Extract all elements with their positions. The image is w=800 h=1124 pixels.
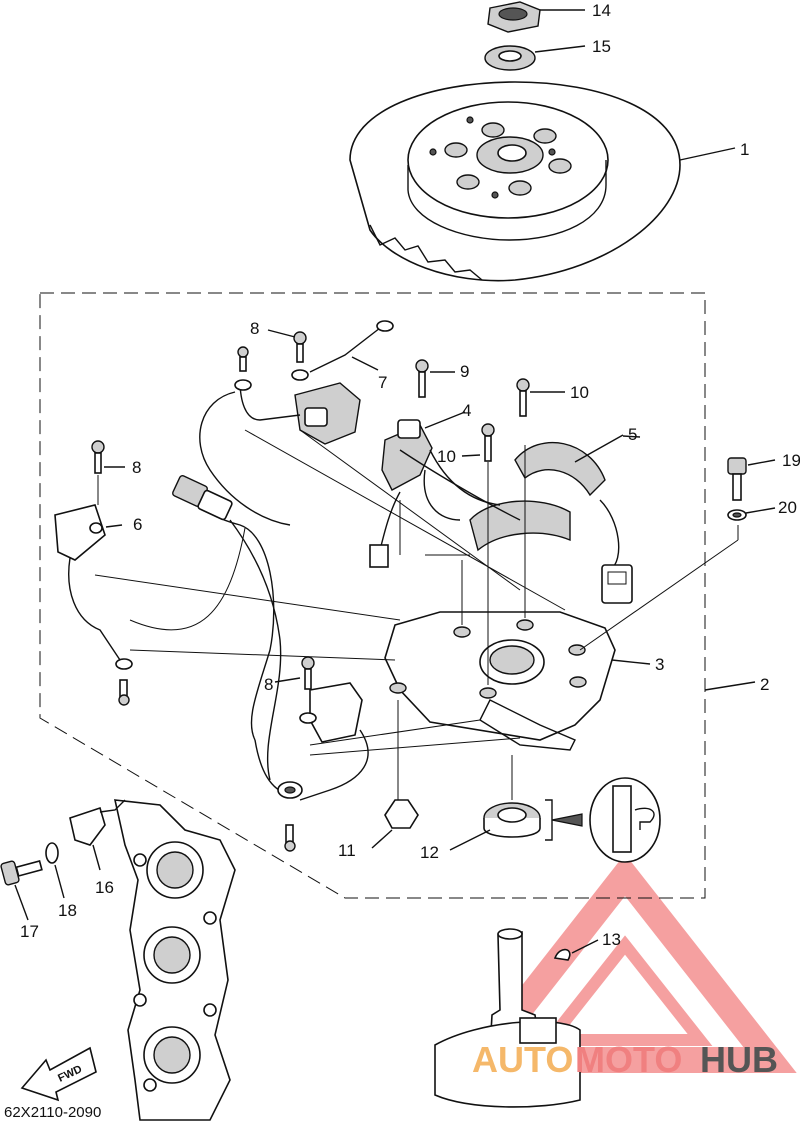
washer-part-15 (484, 45, 586, 71)
cdi-unit (294, 382, 361, 445)
callout-9: 9 (460, 362, 469, 381)
nut-part-14 (487, 1, 585, 33)
callout-2: 2 (760, 675, 769, 694)
assembly-boundary-part-2 (39, 292, 706, 899)
callout-6: 6 (133, 515, 142, 534)
callout-5: 5 (628, 425, 637, 444)
callout-1: 1 (740, 140, 749, 159)
callout-16: 16 (95, 878, 114, 897)
watermark-word-auto: AUTO (472, 1039, 573, 1080)
callout-20: 20 (778, 498, 797, 517)
screws (91, 320, 776, 852)
wire-harness (94, 379, 566, 801)
watermark-logo (453, 853, 797, 1073)
oil-seal-part-12 (449, 777, 661, 863)
forward-direction-arrow: FWD (20, 1046, 97, 1102)
callout-18: 18 (58, 901, 77, 920)
callout-11: 11 (338, 841, 356, 860)
callout-19: 19 (782, 451, 800, 470)
charge-coil-part-5 (469, 434, 633, 604)
callout-10-left: 10 (437, 447, 456, 466)
callout-3: 3 (655, 655, 664, 674)
lighting-coil-part-4 (369, 411, 466, 568)
callout-8-lower: 8 (264, 675, 273, 694)
callout-8-left: 8 (132, 458, 141, 477)
callout-13: 13 (602, 930, 621, 949)
clip-part-11 (371, 799, 419, 849)
callout-4: 4 (462, 401, 471, 420)
bracket-part-16 (69, 799, 126, 871)
bolt-part-17 (0, 860, 43, 921)
watermark-word-moto: MOTO (575, 1039, 682, 1080)
callout-15: 15 (592, 37, 611, 56)
watermark-word-hub: HUB (700, 1039, 778, 1080)
callout-14: 14 (592, 1, 611, 20)
watermark-text: AUTO MOTO HUB (472, 1039, 778, 1080)
callout-17: 17 (20, 922, 39, 941)
drawing-code: 62X2110-2090 (4, 1104, 101, 1121)
flywheel-part-1 (349, 81, 736, 282)
callout-12: 12 (420, 843, 439, 862)
pulser-lower (309, 682, 363, 743)
callout-7: 7 (378, 373, 387, 392)
callout-labels: 14 15 1 8 7 9 10 4 5 10 8 19 20 6 3 8 2 … (20, 1, 800, 949)
cylinder-block-outline (113, 799, 236, 1121)
washer-part-18 (45, 842, 65, 899)
callout-10-right: 10 (570, 383, 589, 402)
pulser-coil-part-6 (54, 504, 123, 661)
callout-8-top: 8 (250, 319, 259, 338)
crankshaft-and-key-part-13 (434, 928, 599, 1108)
stator-base-plate-part-3 (384, 611, 651, 751)
assembly-guide-lines (397, 445, 739, 800)
